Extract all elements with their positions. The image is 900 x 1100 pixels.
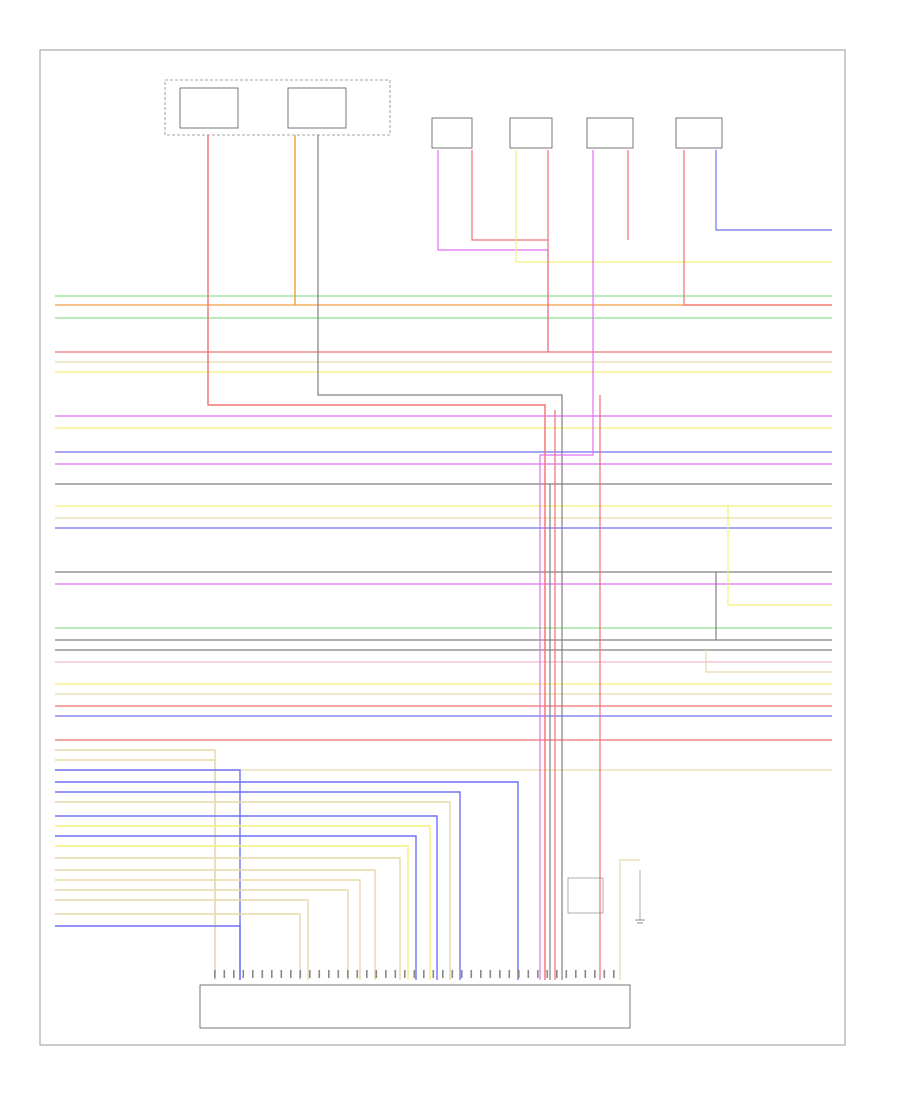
connector-pin: [347, 970, 349, 978]
connector-pin: [594, 970, 596, 978]
wire-30: [55, 791, 461, 980]
connector-pin: [527, 970, 530, 978]
wire-41: [55, 913, 301, 980]
connector-pin: [356, 970, 359, 978]
wire-57: [727, 506, 832, 606]
wire-27: [55, 759, 216, 980]
connector-pin: [290, 970, 292, 978]
connector-pin: [404, 970, 406, 978]
connector-pin: [480, 970, 482, 978]
module-1: [431, 117, 473, 149]
fuse-box-2: [287, 87, 347, 129]
connector-pin: [565, 970, 568, 978]
connector-pin: [423, 970, 425, 978]
connector-pin: [442, 970, 444, 978]
wire-42: [55, 925, 241, 980]
wire-46: [437, 150, 549, 352]
wire-45: [317, 135, 563, 980]
wire-34: [55, 835, 417, 980]
wire-32: [55, 815, 438, 980]
wire-39: [55, 889, 349, 980]
fuse-box-outline: [164, 79, 391, 136]
connector-pin: [214, 970, 216, 978]
connector-pin: [575, 970, 577, 978]
wire-37: [55, 869, 376, 980]
connector-pin: [233, 970, 235, 978]
connector-pin: [385, 970, 387, 978]
connector-pin: [261, 970, 264, 978]
wire-31: [55, 801, 451, 980]
diagram-frame: [39, 49, 846, 1046]
connector-pin: [489, 970, 492, 978]
module-3: [586, 117, 634, 149]
connector-pin: [537, 970, 539, 978]
connector-pin: [432, 970, 435, 978]
connector-pin: [461, 970, 463, 978]
connector-pin: [337, 970, 340, 978]
connector-pin: [252, 970, 254, 978]
connector-pin: [518, 970, 520, 978]
wire-43: [207, 135, 546, 980]
wire-36: [55, 857, 401, 980]
bottom-control-module: [199, 984, 631, 1029]
connector-pin: [223, 970, 226, 978]
connector-pins: [214, 970, 615, 978]
connector-pin: [394, 970, 397, 978]
connector-pin: [556, 970, 558, 978]
connector-pin: [413, 970, 416, 978]
connector-pin: [366, 970, 368, 978]
connector-pin: [603, 970, 606, 978]
wire-33: [55, 825, 431, 980]
connector-pin: [613, 970, 615, 978]
connector-pin: [546, 970, 549, 978]
connector-pin: [584, 970, 587, 978]
module-2: [509, 117, 553, 149]
wire-60: [619, 859, 640, 980]
wire-40: [55, 899, 309, 980]
connector-pin: [499, 970, 501, 978]
wire-53: [715, 150, 832, 231]
connector-pin: [451, 970, 454, 978]
module-4: [675, 117, 723, 149]
wire-28: [55, 769, 241, 980]
wire-29: [55, 781, 519, 980]
connector-pin: [242, 970, 245, 978]
connector-pin: [470, 970, 473, 978]
wire-59: [705, 650, 832, 673]
wire-48: [515, 150, 832, 263]
wire-38: [55, 879, 361, 980]
connector-pin: [280, 970, 283, 978]
top-right-modules: [431, 117, 723, 149]
connector-pin: [328, 970, 330, 978]
wire-52: [683, 150, 832, 306]
wire-35: [55, 845, 409, 980]
ground-symbol: [567, 870, 645, 924]
connector-pin: [375, 970, 378, 978]
connector-pin: [318, 970, 321, 978]
fuse-box-group: [164, 79, 391, 136]
wire-26: [55, 749, 216, 980]
connector-pin: [309, 970, 311, 978]
connector-pin: [271, 970, 273, 978]
connector-pin: [299, 970, 302, 978]
fuse-box-1: [179, 87, 239, 129]
connector-pin: [508, 970, 511, 978]
wires: [55, 135, 832, 980]
wire-47: [471, 150, 548, 241]
wire-50: [539, 150, 594, 980]
